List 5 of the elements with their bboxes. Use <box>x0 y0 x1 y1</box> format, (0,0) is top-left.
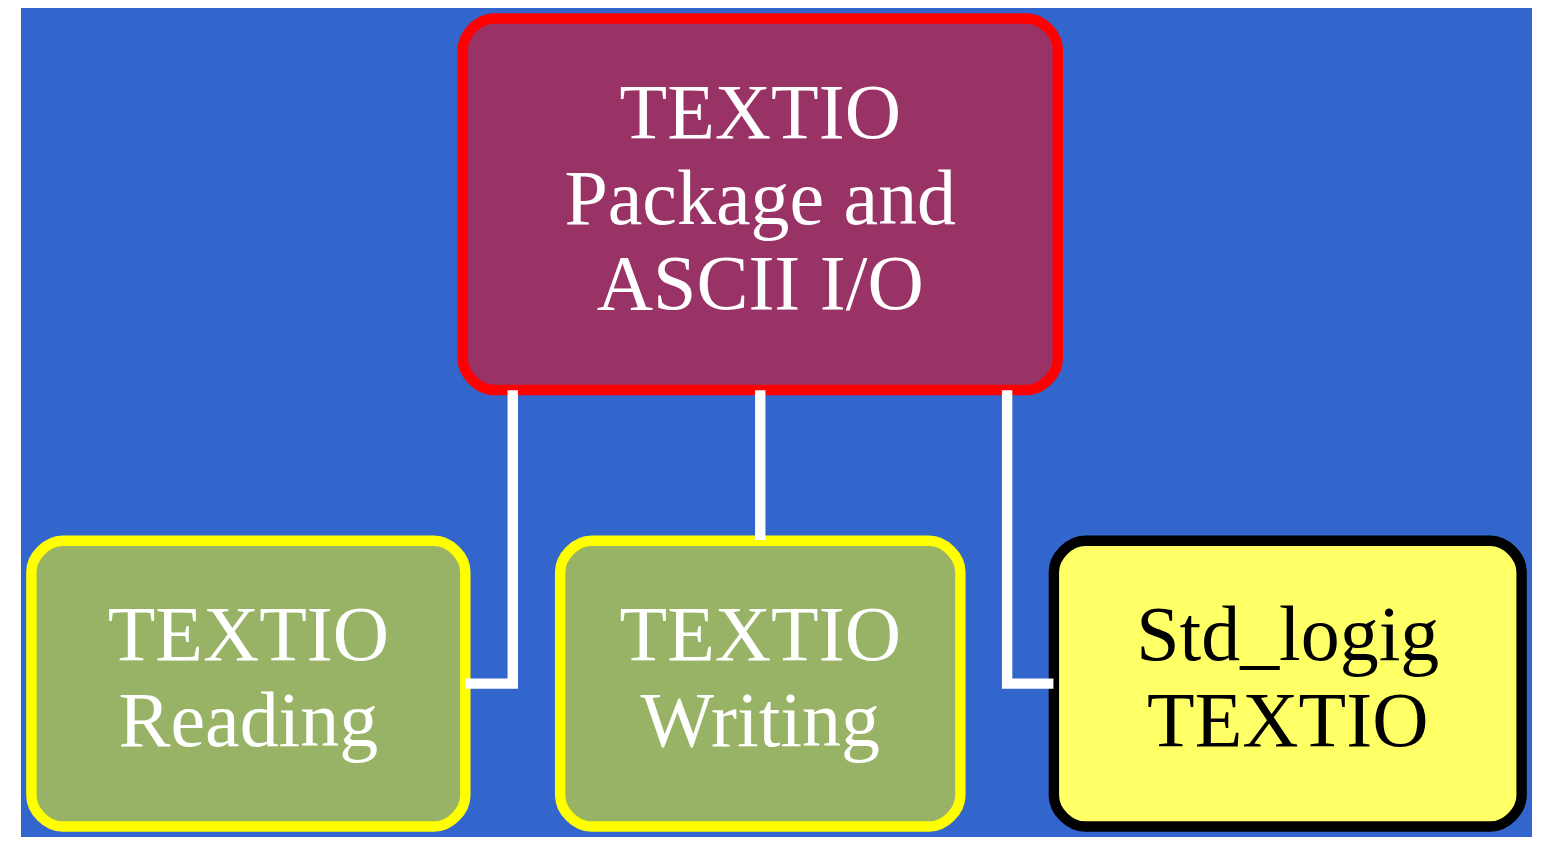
connector <box>754 390 765 541</box>
node-box: TEXTIO Reading <box>25 535 471 832</box>
node-box: TEXTIO Package and ASCII I/O <box>457 13 1063 396</box>
node-box: Std_logig TEXTIO <box>1048 535 1527 832</box>
node-box: TEXTIO Writing <box>554 535 966 832</box>
